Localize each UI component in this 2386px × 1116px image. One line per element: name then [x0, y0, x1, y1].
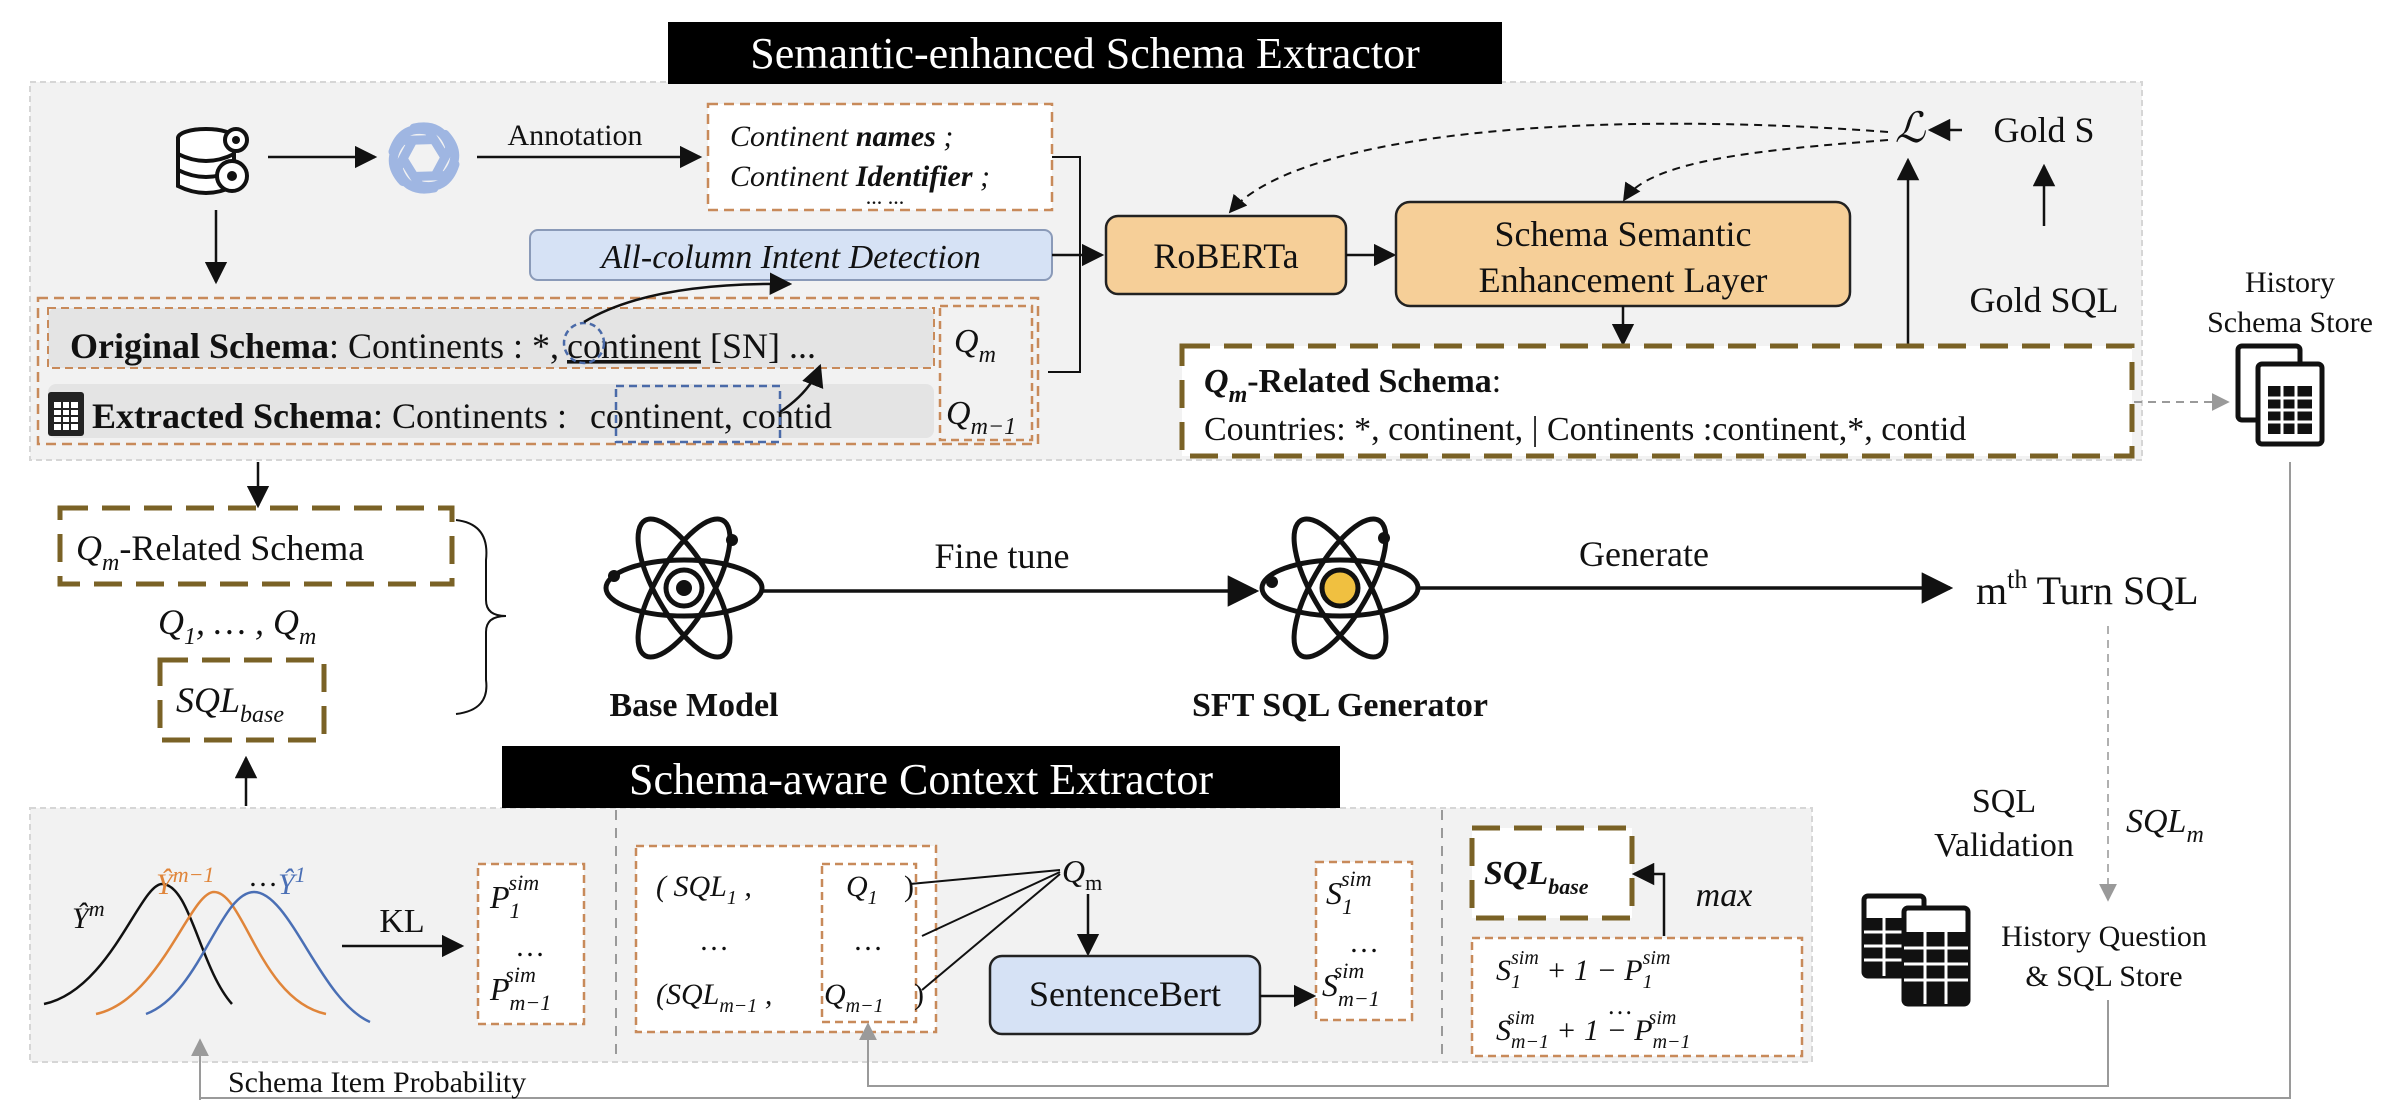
base-model-atom-icon — [603, 516, 765, 660]
sql-m-label: SQLm — [2126, 803, 2204, 848]
generate-label: Generate — [1579, 534, 1709, 574]
left-related-schema-label: Qm-Related Schema — [76, 528, 364, 576]
sm-sim: Sm−1sim — [1322, 958, 1380, 1011]
annotation-label: Annotation — [508, 119, 643, 152]
ssel-line-1: Schema Semantic — [1495, 214, 1752, 254]
mth-turn-sql-label: mth Turn SQL — [1976, 565, 2199, 613]
formula-dots: … — [1607, 991, 1633, 1020]
intent-detection-label: All-column Intent Detection — [599, 239, 981, 276]
original-schema-row — [48, 308, 934, 368]
openai-logo-icon — [388, 122, 460, 194]
history-qs-store-2: & SQL Store — [2025, 960, 2182, 993]
extracted-column-highlight — [614, 384, 782, 444]
q-dots: … — [853, 924, 883, 957]
related-schema-content: Countries: *, continent, | Continents :c… — [1204, 411, 1966, 448]
q1-cell: Q1 — [846, 870, 878, 909]
score-formula-box — [1470, 936, 1804, 1058]
sql1-row: ( SQL1 , — [656, 870, 752, 909]
gold-s-label: Gold S — [1993, 110, 2094, 150]
sft-generator-atom-icon — [1259, 516, 1421, 660]
annotation-line-3: ... ... — [866, 184, 905, 209]
bottom-title-bar — [502, 746, 1340, 808]
curve-y-1 — [145, 890, 371, 1024]
bottom-title: Schema-aware Context Extractor — [629, 755, 1213, 804]
sentencebert-label: SentenceBert — [1029, 974, 1221, 1014]
top-title-bar — [668, 22, 1502, 84]
spreadsheet-icon — [48, 392, 84, 436]
qm-label: Qm — [954, 323, 996, 368]
history-schema-store-icon — [2235, 343, 2325, 447]
original-schema-dashed — [47, 307, 935, 369]
sql-base-left-label: SQLbase — [176, 680, 284, 728]
database-gear-icon — [176, 127, 249, 195]
fine-tune-label: Fine tune — [935, 536, 1070, 576]
extracted-schema-text: Extracted Schema: Continents : continent… — [92, 396, 832, 436]
sft-generator-label: SFT SQL Generator — [1192, 687, 1488, 724]
ssel-line-2: Enhancement Layer — [1479, 260, 1768, 300]
base-model-label: Base Model — [609, 687, 778, 724]
related-schema-box — [1179, 343, 2135, 459]
history-question-sql-store-icon — [1861, 893, 1971, 1007]
extracted-schema-row — [48, 384, 934, 438]
schema-item-prob-label: Schema Item Probability — [228, 1066, 526, 1099]
s1-sim: S1sim — [1326, 866, 1372, 919]
score-formula-2: Sm−1sim + 1 − Pm−1sim — [1496, 1007, 1691, 1053]
p-sim-box — [476, 862, 586, 1026]
annotation-line-2: Continent Identifier ; — [730, 160, 990, 193]
questions-label: Q1, … , Qm — [158, 602, 316, 650]
roberta-label: RoBERTa — [1153, 236, 1298, 276]
sql-base-box-right — [1469, 825, 1635, 921]
s-sim-box — [1314, 860, 1414, 1022]
score-formula-1: S1sim + 1 − P1sim — [1496, 947, 1670, 993]
p1-sim: P1sim — [489, 870, 539, 923]
annotation-box — [706, 102, 1054, 212]
sql-validation-2: Validation — [1934, 827, 2074, 864]
paren-close-1: ) — [904, 870, 914, 903]
p-dots: … — [515, 930, 545, 963]
history-store-label-2: Schema Store — [2207, 306, 2373, 339]
history-qs-store-1: History Question — [2001, 920, 2207, 953]
pm-sim: Pm−1sim — [489, 962, 551, 1015]
sql-validation-1: SQL — [1972, 783, 2036, 820]
y-1-label: Ŷ1 — [278, 862, 306, 901]
sql-dots: … — [699, 924, 729, 957]
history-pairs-box — [634, 844, 938, 1034]
sql-base-box-left — [157, 657, 327, 743]
y-m1-label: Ŷm−1 — [156, 862, 214, 901]
sqlm-row: (SQLm−1 , — [656, 978, 772, 1017]
s-dots: … — [1349, 926, 1379, 959]
annotation-line-1: Continent names ; — [730, 120, 953, 153]
qm-top-label: Qm — [1062, 853, 1102, 895]
y-dots-label: … — [248, 860, 278, 893]
qm1-label: Qm−1 — [946, 395, 1016, 440]
original-schema-text: Original Schema: Continents : *,continen… — [70, 326, 816, 366]
max-label: max — [1696, 877, 1753, 914]
curve-y-m1 — [95, 890, 327, 1016]
qm-box — [938, 304, 1034, 442]
sql-base-right-label: SQLbase — [1484, 855, 1589, 899]
question-column-box — [820, 862, 918, 1024]
left-related-schema-box — [57, 505, 455, 587]
paren-close-m: ) — [914, 978, 924, 1011]
kl-label: KL — [379, 903, 424, 940]
gold-sql-label: Gold SQL — [1969, 280, 2118, 320]
related-schema-title: Qm-Related Schema: — [1204, 363, 1501, 408]
curve-y-m — [43, 882, 233, 1006]
top-title: Semantic-enhanced Schema Extractor — [750, 29, 1420, 78]
y-m-label: Ŷm — [72, 896, 105, 935]
history-store-label-1: History — [2245, 266, 2335, 299]
loss-symbol: ℒ — [1895, 106, 1926, 152]
qm1-cell: Qm−1 — [824, 978, 884, 1017]
schema-box — [36, 296, 1040, 446]
